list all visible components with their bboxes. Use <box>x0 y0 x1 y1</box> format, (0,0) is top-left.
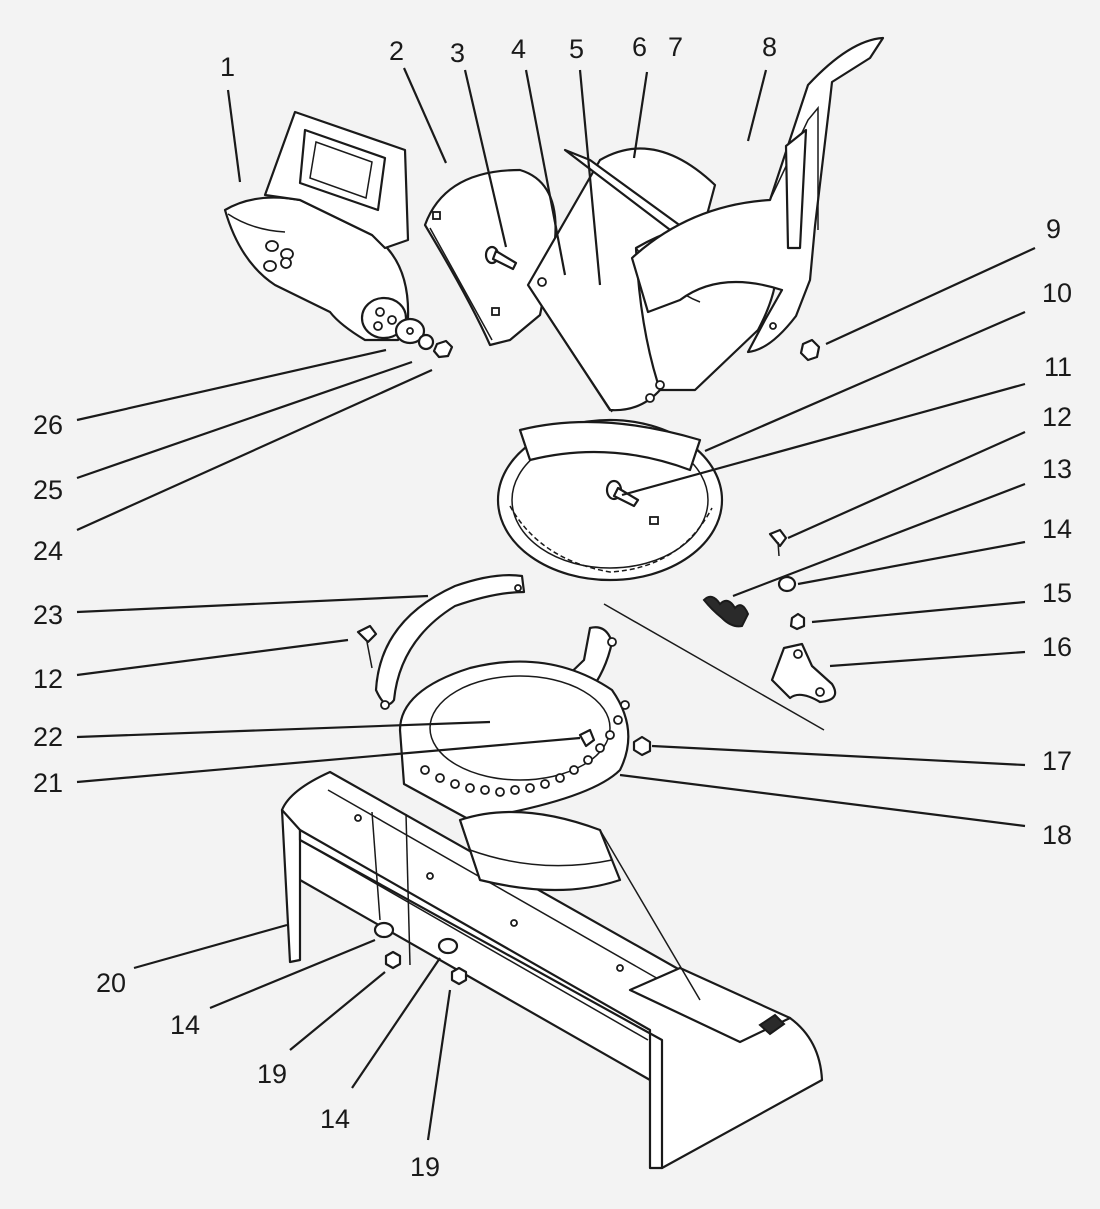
callout-19-lower-b: 19 <box>410 1152 440 1182</box>
lower-washer-nut-right <box>437 937 468 986</box>
assembly-line-16 <box>603 603 825 731</box>
callout-5: 5 <box>569 34 584 64</box>
washer-14-upper <box>777 575 797 593</box>
hex-nut-17 <box>632 735 652 757</box>
callout-12-left: 12 <box>33 664 63 694</box>
washer-nut-stack-left <box>394 317 454 359</box>
bolt-12-upper <box>768 528 788 557</box>
callout-14-lower-b: 14 <box>320 1104 350 1134</box>
callout-19-lower-a: 19 <box>257 1059 287 1089</box>
chute-deflector <box>223 110 410 342</box>
callout-15: 15 <box>1042 578 1072 608</box>
callout-7: 7 <box>668 32 683 62</box>
callout-10: 10 <box>1042 278 1072 308</box>
callout-21: 21 <box>33 768 63 798</box>
spring-13 <box>702 595 750 628</box>
callout-labels: 1 2 3 4 5 6 7 8 9 10 11 12 13 14 15 16 1… <box>33 32 1072 1182</box>
chute-control-bracket <box>630 36 885 354</box>
callout-8: 8 <box>762 32 777 62</box>
bolt-12-lower <box>356 624 378 669</box>
carriage-bolt <box>484 245 518 271</box>
lower-washer-nut-left <box>373 921 402 970</box>
callout-22: 22 <box>33 722 63 752</box>
chute-rotation-gear <box>496 418 724 582</box>
callout-14-right: 14 <box>1042 514 1072 544</box>
callout-26: 26 <box>33 410 63 440</box>
callout-20: 20 <box>96 968 126 998</box>
callout-6: 6 <box>632 32 647 62</box>
callout-3: 3 <box>450 38 465 68</box>
callout-23: 23 <box>33 600 63 630</box>
callout-11: 11 <box>1044 352 1072 382</box>
callout-14-lower-a: 14 <box>170 1010 200 1040</box>
callout-18: 18 <box>1042 820 1072 850</box>
base-plate-holes <box>420 700 630 797</box>
hex-nut-9 <box>799 338 821 362</box>
retainer-ring-23 <box>374 574 526 710</box>
leader-lines <box>76 67 1036 1141</box>
callout-24: 24 <box>33 536 63 566</box>
callout-9: 9 <box>1046 214 1061 244</box>
callout-4: 4 <box>511 34 526 64</box>
lock-lever-16 <box>770 642 837 704</box>
auger-housing <box>280 770 824 1170</box>
callout-25: 25 <box>33 475 63 505</box>
callout-17: 17 <box>1042 746 1072 776</box>
callout-1: 1 <box>220 52 235 82</box>
chute-base-plate <box>398 660 630 822</box>
callout-2: 2 <box>389 36 404 66</box>
callout-13: 13 <box>1042 454 1072 484</box>
callout-12-right: 12 <box>1042 402 1072 432</box>
nut-15 <box>789 612 806 631</box>
callout-16: 16 <box>1042 632 1072 662</box>
